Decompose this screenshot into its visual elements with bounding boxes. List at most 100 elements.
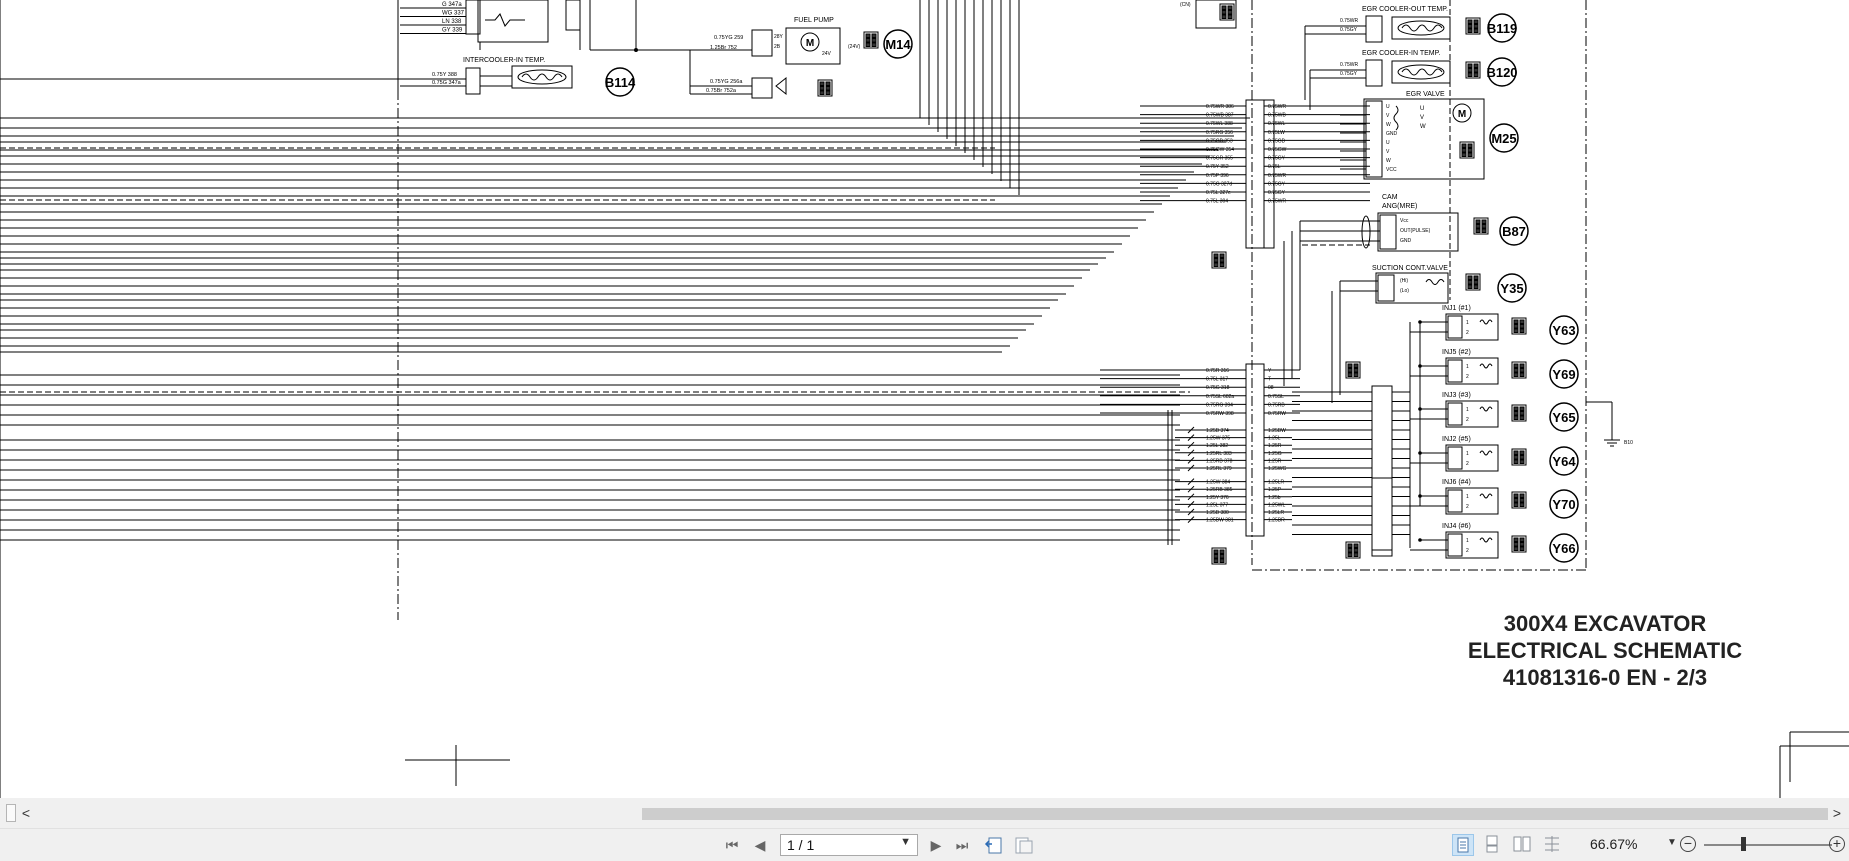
component-badge-m25 [1489,123,1519,153]
last-page-icon[interactable]: ⏭ [955,837,969,853]
connector-pin [1513,542,1519,547]
pin-label: (Hi) [1400,278,1408,284]
zoom-dropdown-icon[interactable]: ▼ [1667,837,1677,848]
first-page-icon[interactable]: ⏮ [725,837,739,853]
component-label: SUCTION CONT.VALVE [1372,265,1448,272]
motor-symbol [1452,103,1472,123]
next-view-icon[interactable] [1014,835,1034,855]
connector-block [1365,59,1383,87]
wire-label: 1.25W 375 [1206,436,1230,442]
wire-label: 0.75GW [1268,147,1287,153]
wire-label: 0.75Y 388 [432,72,457,78]
connector-block [1447,533,1463,557]
connector-pin [1519,546,1525,551]
twist-mark [1187,508,1195,516]
previous-page-icon[interactable]: ◀ [754,837,766,853]
component-badge-y70 [1549,489,1579,519]
wire-label: 0.75WR [1268,104,1286,110]
connector-pin [1519,415,1525,420]
connector-pin [1475,228,1481,233]
scroll-left-button[interactable]: < [21,805,31,821]
component-badge-b114 [605,67,635,97]
connector-pin [1219,558,1225,563]
previous-view-icon[interactable] [984,835,1004,855]
connector-pin [1213,554,1219,559]
egr-in-connector-icon [1465,61,1481,79]
connector-pin [1519,502,1525,507]
wire-label: 0.75SL [1268,394,1284,400]
wire-label: (24V) [848,44,861,50]
single-page-view-icon[interactable] [1452,834,1474,856]
wire-label: 1.25LR [1268,480,1285,486]
injector-connector-icon [1511,317,1527,335]
scroll-right-button[interactable]: > [1832,805,1842,821]
component-label: INTERCOOLER-IN TEMP. [463,57,545,64]
title-line-2: ELECTRICAL SCHEMATIC [1467,638,1743,663]
motor-label: M [806,38,814,49]
pin-label: 1 [1466,494,1469,500]
wire-label: 1.25G [1268,451,1282,457]
wire-label: 1.25RL 383 [1206,451,1232,457]
connector-pin [1519,498,1525,503]
cam-sensor-box [1377,212,1459,252]
zoom-level[interactable]: 66.67% [1590,836,1638,852]
next-page-icon[interactable]: ▶ [930,837,942,853]
suction-box [1375,272,1449,304]
twist-mark [1187,501,1195,508]
zoom-slider-handle[interactable] [1741,837,1746,851]
wire-label: 0.75RB [1268,402,1285,408]
connector-pin [1219,253,1225,258]
diode-symbol [775,76,787,96]
wire-label: 0.75RW 398 [1206,411,1234,417]
connector-pin [1219,262,1225,267]
wire-label: 0.75WR 386 [1206,104,1234,110]
pin-label: 2 [1466,330,1469,336]
wire-label: 0.75R 316 [1206,368,1229,374]
connector-pin [1473,19,1479,24]
wire-label: Y [1268,368,1272,374]
cam-connector-icon [1473,217,1489,235]
zoom-slider-track[interactable] [1704,844,1832,846]
wire-label: 0.75RG 356 [1206,130,1233,136]
connector-pin [819,90,825,95]
zoom-in-button[interactable]: + [1829,836,1845,852]
component-id-b119: B119 [1487,21,1517,36]
connector-pin [1513,546,1519,551]
wire-label: 1.25RB 385 [1206,487,1233,493]
pressure-sensor-box [477,0,549,43]
horizontal-scrollbar[interactable]: < > [0,798,1849,828]
zoom-out-button[interactable]: − [1680,836,1696,852]
twist-mark [1187,516,1195,523]
wire-label: 0.75G 347a [432,80,462,86]
component-badge-y69 [1549,359,1579,389]
scrollbar-thumb[interactable] [642,808,1828,820]
connector-pin [1347,548,1353,553]
pin-label: V [1386,149,1390,155]
wire-label: 0.75G 327d [1206,181,1232,187]
wire-label: 1.25W 384 [1206,480,1230,486]
component-badge-b119 [1487,13,1517,43]
component-id-b120: B120 [1486,65,1517,80]
page-number-select[interactable]: 1 / 1 ▼ [780,834,918,856]
connector-pin [1473,280,1479,285]
two-page-view-icon[interactable] [1512,834,1534,856]
component-label: FUEL PUMP [794,17,834,24]
drawing-title-block: 300X4 EXCAVATOR ELECTRICAL SCHEMATIC 410… [1395,610,1815,691]
bottom-toolbar: ⏮ ◀ 1 / 1 ▼ ▶ ⏭ 66.67% ▼ − + [0,828,1849,861]
connector-pin [1347,552,1353,557]
page-indicator: 1 / 1 [787,837,815,853]
wire-label: 0.75WB [1268,113,1286,119]
sensor-outline [517,69,567,85]
pin-label: 2 [1466,417,1469,423]
wire-label: 0.75WR [1340,62,1358,68]
injector-distribution-block-lower [1371,477,1393,551]
connector-block [1447,402,1463,426]
twist-mark [1187,485,1195,493]
wire-label: 1.25LR [1268,510,1285,516]
connector-pin [1519,455,1525,460]
connector-pin [1513,498,1519,503]
continuous-view-icon[interactable] [1482,834,1504,856]
component-label: INJ5 (#2) [1442,349,1471,356]
two-page-continuous-view-icon[interactable] [1542,834,1564,856]
